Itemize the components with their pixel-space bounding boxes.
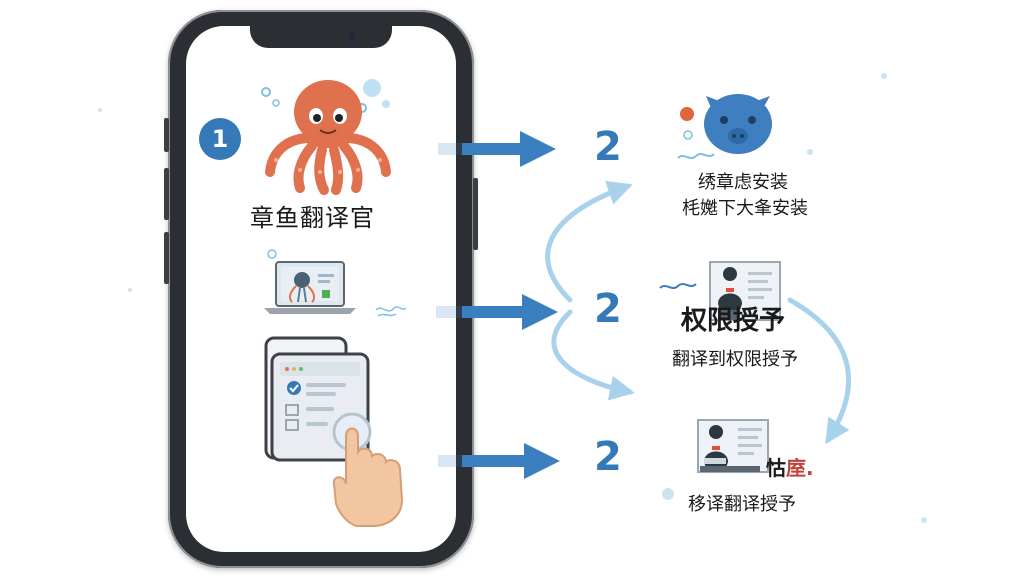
phone-power-button [473,178,478,250]
curve-arrow-down-left [551,309,635,401]
final-badge-red: 庢. [786,456,814,480]
phone-volume-up-button [164,168,169,220]
curve-arrow-down-right [787,297,852,445]
user-at-computer-icon [659,261,781,321]
step-1-badge: 1 [199,118,241,160]
hand-pointer-icon [332,427,404,527]
install-step-line-2: 枆嬔下⼤夆安装 [682,198,808,219]
phone-notch [250,26,392,48]
decor-dots [98,73,927,523]
app-name-label: 章鱼翻译官 [250,204,375,232]
permission-title: 权限授予 [681,306,786,336]
flow-arrow-2 [436,294,558,330]
tablet-tap-icon [264,336,372,462]
permission-subtitle: 翻译到权限授予 [672,349,798,370]
final-badge: 怙庢. [766,452,814,481]
octopus-mascot-icon [261,79,391,195]
laptop-app-icon [264,249,407,317]
install-step-line-1: 绣章虑安装 [698,172,788,193]
phone-side-button [164,118,169,152]
step-2-number-a: 2 [594,124,622,170]
curve-arrow-up [545,180,633,303]
step-2-number-c: 2 [594,434,622,480]
phone-volume-down-button [164,232,169,284]
flow-arrow-1 [438,131,556,167]
camera-dot [348,32,356,40]
step-2-glyph: 2 2 2 [594,124,622,480]
blue-cat-mascot-icon [677,94,772,159]
flow-arrow-3 [438,443,560,479]
step-2-number-b: 2 [594,286,622,332]
final-step-line: 移译翻译授予 [688,494,796,515]
final-badge-dark: 怙 [766,456,786,480]
user-at-computer-icon-2 [697,419,769,473]
